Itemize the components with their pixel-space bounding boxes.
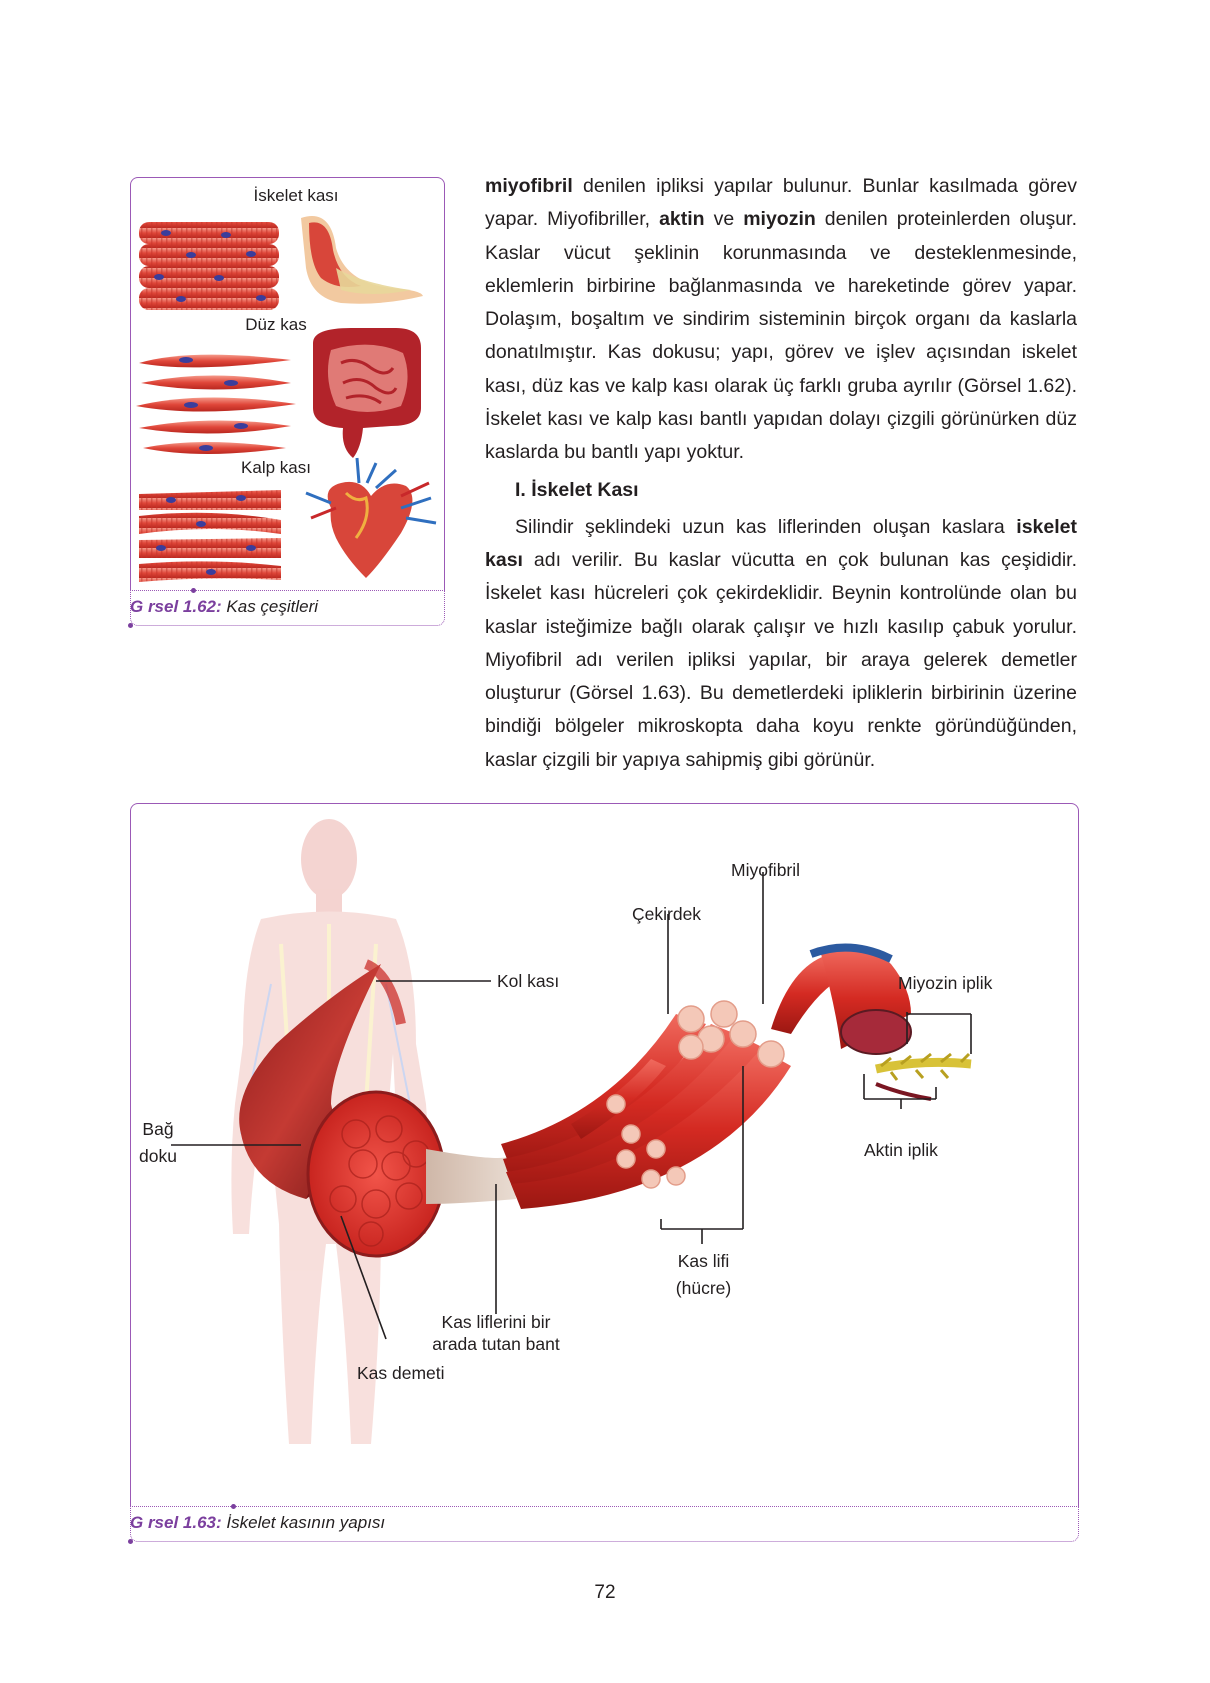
section-heading: I. İskelet Kası [515,478,639,501]
caption-number: G rsel 1.62: [130,597,222,616]
term-miyozin: miyozin [743,208,816,231]
connective-band [426,1149,516,1204]
label-miyozin-iplik: Miyozin iplik [898,973,993,993]
cardiac-fibers [139,490,281,582]
text-span: adı verilir. Bu kaslar vücutta en çok bu… [485,548,1077,771]
label-bant-line-1: Kas liflerini bir [441,1312,551,1332]
text-span: Silindir şeklindeki uzun kas liflerinden… [515,515,1017,538]
label-miyofibril: Miyofibril [731,860,801,880]
label-hucre: (hücre) [675,1278,732,1298]
caption-text: Kas çeşitleri [221,597,319,616]
caption-number: G rsel 1.63: [130,1513,222,1532]
myofibril-closeup [771,943,912,1055]
figure-1-62: İskelet kası Düz kas Kalp kası [130,177,445,591]
page-number: 72 [594,1582,616,1603]
body-text: miyofibril denilen ipliksi yapılar bulun… [485,170,1077,777]
smooth-fibers [136,354,296,454]
text-span: denilen proteinlerden oluşur. Kaslar vüc… [485,208,1077,464]
label-kas-demeti: Kas demeti [357,1363,445,1383]
skeletal-muscle-structure-illustration [171,819,972,1444]
label-skeletal-muscle: İskelet kası [253,186,339,205]
label-cardiac-muscle: Kalp kası [241,458,311,477]
text-span: ve [704,208,744,231]
label-bag: Bağ [142,1119,174,1139]
label-bant-line-2: arada tutan bant [432,1334,560,1354]
term-miyofibril: miyofibril [485,175,573,197]
intestine-icon [313,328,421,458]
myosin-filament [875,1057,972,1074]
muscle-types-illustration [136,216,437,582]
label-kas-lifi: Kas lifi [677,1251,730,1271]
label-cekirdek: Çekirdek [632,904,702,924]
caption-text: İskelet kasının yapısı [221,1513,386,1532]
label-smooth-muscle: Düz kas [245,315,307,334]
term-iskelet-kasi: iskelet kası [485,515,1077,571]
skeletal-fibers [139,222,279,310]
paragraph-2: Silindir şeklindeki uzun kas liflerinden… [485,511,1077,777]
paragraph-1: miyofibril denilen ipliksi yapılar bulun… [485,170,1077,470]
term-aktin: aktin [659,208,705,231]
arm-icon [301,216,423,304]
label-kol-kasi: Kol kası [497,971,560,991]
arm-muscle-highlight [363,959,406,1026]
caption-frame-1-62 [128,588,445,628]
heart-icon [305,457,437,578]
text-span: denilen ipliksi yapılar bulunur. Bunlar … [485,175,1077,231]
leader-lines [171,872,972,1340]
fiber-ends [606,1000,785,1189]
fascicle-pattern [329,1115,430,1247]
label-doku: doku [139,1146,177,1166]
label-aktin-iplik: Aktin iplik [864,1140,938,1160]
actin-filament [875,1082,932,1101]
caption-frame-1-63 [128,1504,1079,1544]
caption-1-62: G rsel 1.62: Kas çeşitleri [130,597,318,617]
caption-1-63: G rsel 1.63: İskelet kasının yapısı [130,1513,385,1533]
figure-1-63: Miyofibril Çekirdek Kol kası Miyozin ipl… [130,803,1079,1507]
